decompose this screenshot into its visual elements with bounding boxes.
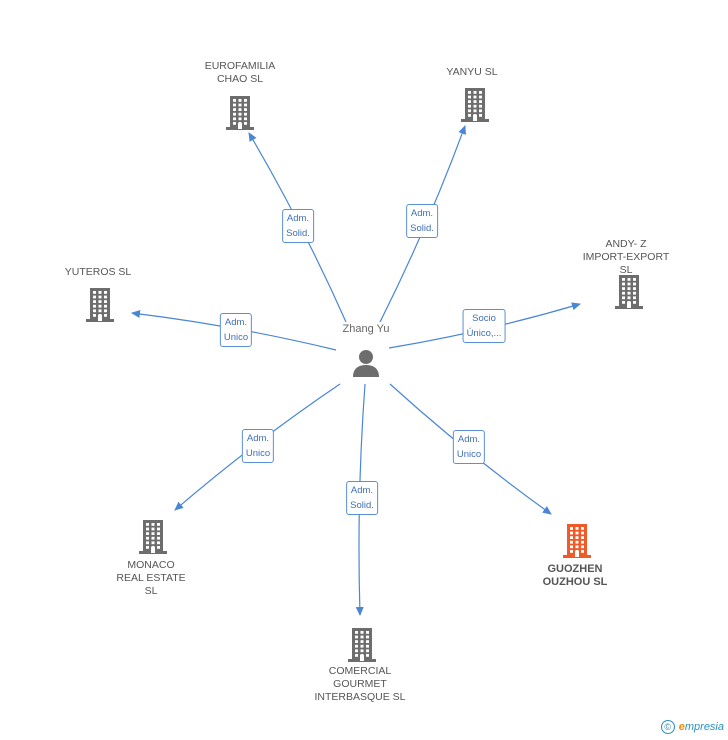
footer-brand[interactable]: © empresia bbox=[660, 720, 724, 734]
building-icon[interactable] bbox=[612, 274, 646, 315]
building-icon[interactable] bbox=[83, 287, 117, 328]
relation-label-eurofamilia[interactable]: Adm. Solid. bbox=[282, 209, 314, 243]
relation-label-guozhen[interactable]: Adm. Unico bbox=[452, 430, 486, 464]
relation-label-yuteros[interactable]: Adm. Unico bbox=[219, 313, 253, 347]
building-icon[interactable] bbox=[136, 519, 170, 560]
company-name-guozhen[interactable]: GUOZHEN OUZHOU SL bbox=[542, 563, 608, 588]
relation-label-monaco[interactable]: Adm. Unico bbox=[241, 429, 275, 463]
building-icon[interactable] bbox=[458, 87, 492, 128]
relation-label-andy[interactable]: Socio Único,... bbox=[462, 309, 506, 343]
person-icon[interactable] bbox=[351, 348, 381, 383]
building-icon[interactable] bbox=[345, 627, 379, 668]
relation-label-yanyu[interactable]: Adm. Solid. bbox=[406, 204, 438, 238]
company-name-yuteros[interactable]: YUTEROS SL bbox=[64, 266, 132, 278]
company-name-eurofamilia[interactable]: EUROFAMILIA CHAO SL bbox=[204, 60, 276, 85]
brand-logo: empresia bbox=[678, 721, 724, 733]
person-name[interactable]: Zhang Yu bbox=[342, 323, 390, 335]
copyright-icon: © bbox=[660, 720, 675, 734]
building-icon[interactable] bbox=[560, 523, 594, 564]
relation-label-comercial[interactable]: Adm. Solid. bbox=[346, 481, 378, 515]
building-icon[interactable] bbox=[223, 95, 257, 136]
company-name-andy[interactable]: ANDY- Z IMPORT-EXPORT SL bbox=[582, 238, 670, 276]
company-name-monaco[interactable]: MONACO REAL ESTATE SL bbox=[116, 559, 186, 597]
company-name-yanyu[interactable]: YANYU SL bbox=[446, 66, 498, 78]
company-name-comercial[interactable]: COMERCIAL GOURMET INTERBASQUE SL bbox=[314, 665, 406, 703]
